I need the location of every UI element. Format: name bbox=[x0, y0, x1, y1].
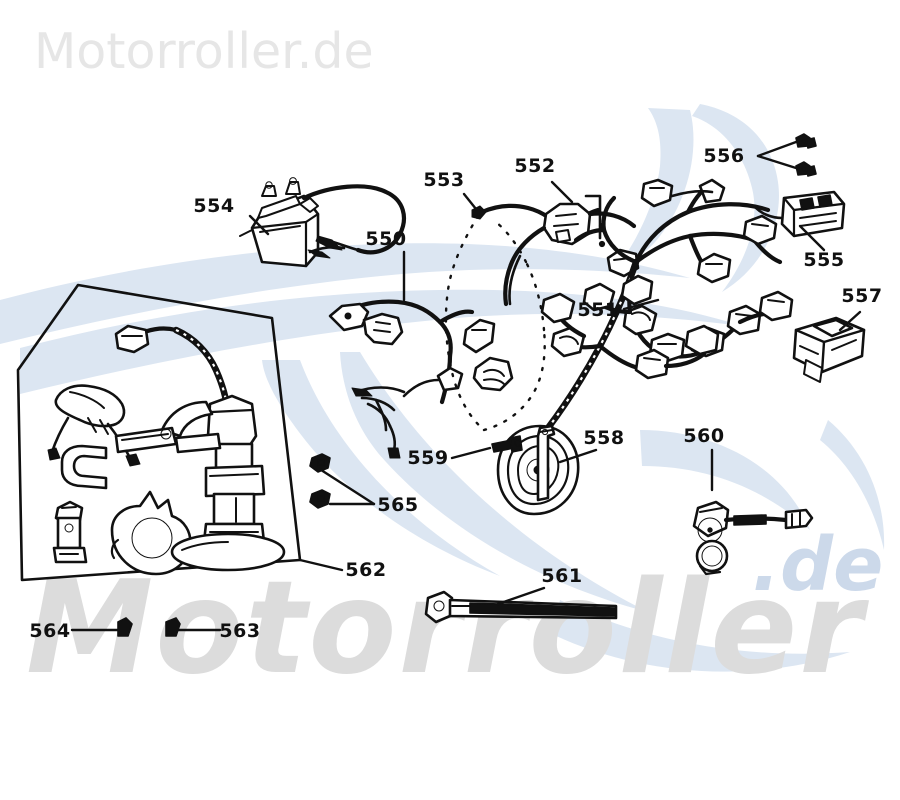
part-562-ignition-switch bbox=[114, 324, 286, 572]
callout-558[interactable]: 558 bbox=[583, 427, 624, 449]
part-555-regulator-rectifier bbox=[754, 190, 846, 238]
part-561-long-bolt bbox=[424, 590, 618, 624]
callout-550[interactable]: 550 bbox=[365, 228, 406, 250]
callout-564[interactable]: 564 bbox=[29, 620, 70, 642]
leader-557 bbox=[838, 310, 862, 332]
callout-554[interactable]: 554 bbox=[193, 195, 234, 217]
callout-556[interactable]: 556 bbox=[703, 145, 744, 167]
part-562-fuel-cap-lock bbox=[52, 500, 88, 564]
watermark-top-text: Motorroller.de bbox=[34, 23, 374, 80]
callout-555[interactable]: 555 bbox=[803, 249, 844, 271]
callout-557[interactable]: 557 bbox=[841, 285, 882, 307]
callout-552[interactable]: 552 bbox=[514, 155, 555, 177]
callout-565[interactable]: 565 bbox=[377, 494, 418, 516]
part-559-horn-bolt bbox=[491, 435, 523, 453]
leader-556b bbox=[756, 154, 798, 170]
part-552-harness-bracket-connector bbox=[462, 194, 640, 392]
leader-559 bbox=[450, 446, 492, 460]
part-565-harness-clip-pair bbox=[309, 453, 331, 509]
leader-555 bbox=[798, 224, 826, 252]
callout-551[interactable]: 551 bbox=[577, 299, 618, 321]
body-outline-dotted bbox=[444, 214, 546, 432]
leader-565b bbox=[316, 466, 376, 506]
callout-562[interactable]: 562 bbox=[345, 559, 386, 581]
part-560-flasher-relay-assembly bbox=[692, 500, 814, 576]
leader-554 bbox=[248, 214, 270, 236]
part-562-keys bbox=[47, 384, 141, 490]
callout-559[interactable]: 559 bbox=[407, 447, 448, 469]
leader-552 bbox=[550, 180, 574, 204]
part-554-ignition-coil bbox=[239, 177, 406, 268]
leader-551 bbox=[622, 298, 660, 311]
part-556-screw-pair bbox=[795, 133, 817, 177]
leader-556a bbox=[756, 140, 798, 158]
leader-561 bbox=[496, 586, 546, 606]
leader-562 bbox=[298, 558, 344, 572]
leader-553 bbox=[462, 192, 478, 211]
leader-558 bbox=[558, 448, 598, 464]
watermark-domain-text: .de bbox=[752, 522, 883, 608]
callout-leader-lines bbox=[70, 140, 862, 632]
callout-563[interactable]: 563 bbox=[219, 620, 260, 642]
part-550-wiring-sub-harness bbox=[328, 299, 475, 459]
part-557-cdi-unit bbox=[792, 316, 866, 383]
callout-561[interactable]: 561 bbox=[541, 565, 582, 587]
part-564-lock-screw-left bbox=[117, 617, 133, 637]
callout-553[interactable]: 553 bbox=[423, 169, 464, 191]
callout-560[interactable]: 560 bbox=[683, 425, 724, 447]
